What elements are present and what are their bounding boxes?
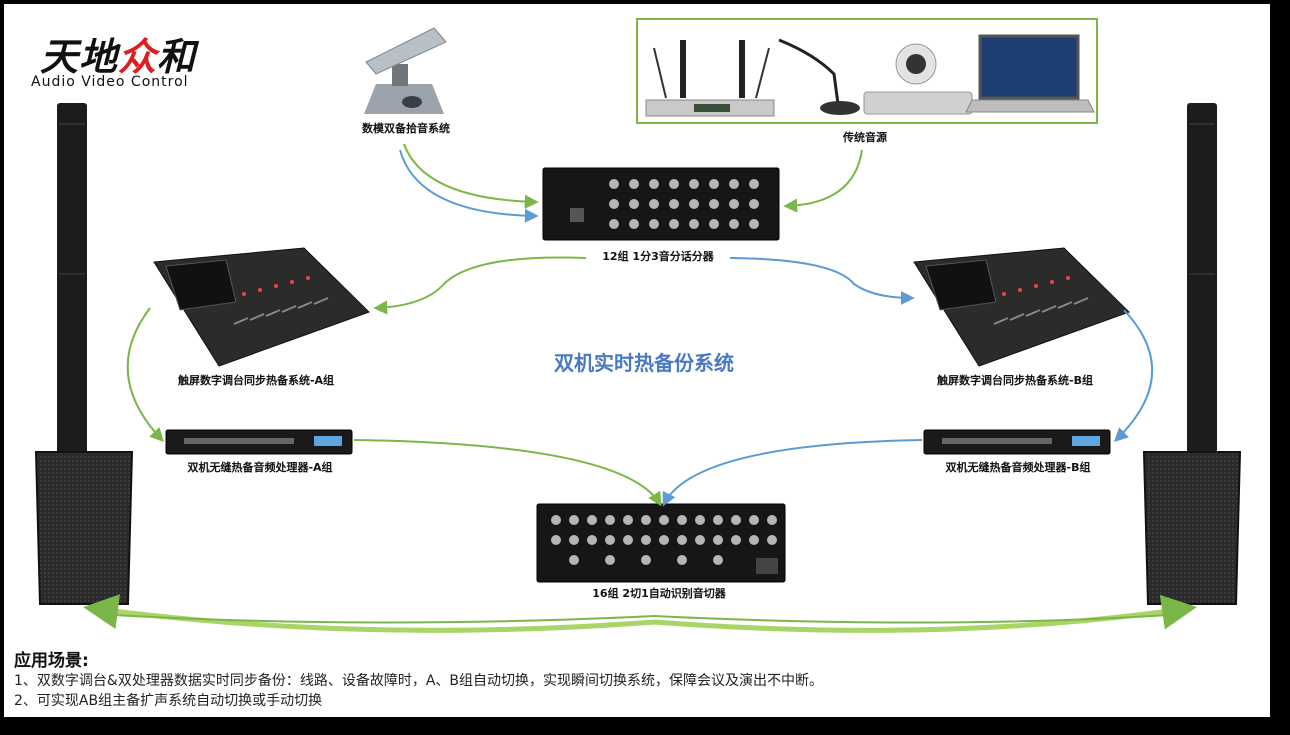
sources-frame	[636, 18, 1098, 124]
processor-b-device	[923, 429, 1111, 455]
diagram-graphics	[34, 27, 1242, 633]
right-column-speaker	[1142, 103, 1242, 605]
connection-arrows	[83, 143, 1197, 633]
label-mixer-a: 触屏数字调台同步热备系统-A组	[177, 374, 335, 387]
diagram-canvas: 天地众和 Audio Video Control 数模双备拾音系统 传统音源 1…	[4, 4, 1270, 717]
sources-devices	[645, 34, 1095, 117]
label-mic: 数模双备拾音系统	[362, 122, 450, 135]
brand-logo: 天地众和	[40, 26, 196, 81]
center-title: 双机实时热备份系统	[554, 351, 734, 375]
label-sources: 传统音源	[843, 131, 887, 144]
label-mixer-b: 触屏数字调台同步热备系统-B组	[937, 374, 1093, 387]
desk-microphone	[364, 27, 447, 114]
mixer-a-device	[153, 247, 370, 367]
usage-heading: 应用场景:	[14, 651, 89, 671]
brand-name-part1: 天地	[40, 34, 119, 79]
brand-name-part2: 众	[118, 34, 158, 79]
label-processor-b: 双机无缝热备音频处理器-B组	[945, 461, 1091, 474]
splitter-device	[542, 167, 780, 241]
label-switcher: 16组 2切1自动识别音切器	[592, 587, 726, 600]
mixer-b-device	[913, 247, 1130, 367]
switcher-device	[536, 503, 786, 583]
processor-a-device	[165, 429, 353, 455]
usage-line-1: 1、双数字调台&双处理器数据实时同步备份：线路、设备故障时，A、B组自动切换，实…	[14, 673, 824, 689]
usage-line-2: 2、可实现AB组主备扩声系统自动切换或手动切换	[14, 693, 323, 709]
brand-subtitle: Audio Video Control	[31, 74, 189, 90]
label-splitter: 12组 1分3音分话分器	[602, 250, 714, 263]
left-column-speaker	[34, 103, 134, 605]
label-processor-a: 双机无缝热备音频处理器-A组	[187, 461, 333, 474]
brand-name-part3: 和	[157, 34, 197, 79]
